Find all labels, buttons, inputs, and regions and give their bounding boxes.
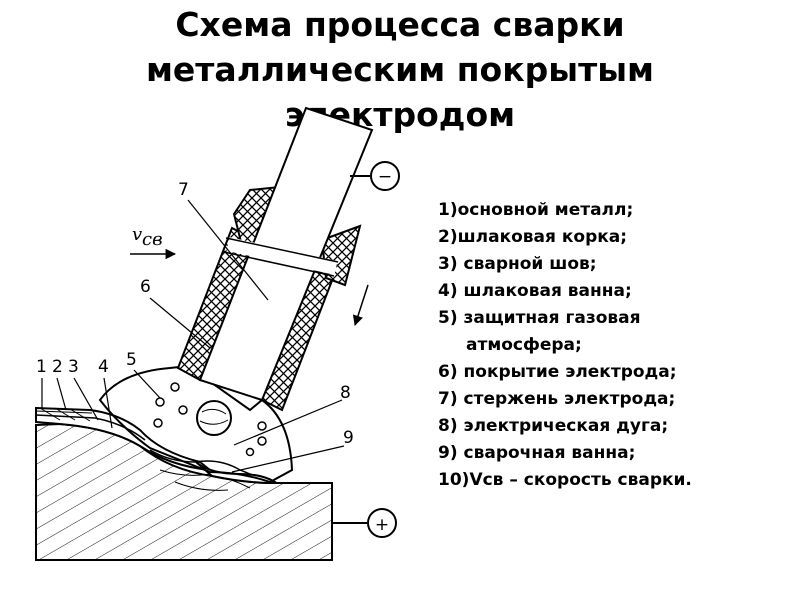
legend-item-2: 2)шлаковая корка;: [438, 227, 628, 247]
legend-item-7: 7) стержень электрода;: [438, 389, 676, 409]
legend-item-5-cont: атмосфера;: [466, 335, 582, 355]
title-line-2: металлическим покрытым: [145, 50, 655, 89]
velocity-symbol: v: [132, 224, 142, 245]
plus-sign: +: [375, 515, 389, 535]
molten-droplet: [196, 400, 232, 436]
legend-item-6: 6) покрытие электрода;: [438, 362, 677, 382]
velocity-subscript: св: [142, 229, 163, 250]
label-8: 8: [340, 383, 351, 403]
label-9: 9: [343, 428, 354, 448]
label-3: 3: [68, 357, 79, 377]
legend-item-9: 9) сварочная ванна;: [438, 443, 636, 463]
base-metal: [35, 422, 333, 561]
label-4: 4: [98, 357, 109, 377]
label-1: 1: [36, 357, 47, 377]
weld-seam: [35, 414, 146, 441]
minus-sign: −: [378, 167, 392, 187]
label-5: 5: [126, 350, 137, 370]
legend-item-10: 10)Vсв – скорость сварки.: [438, 470, 692, 490]
legend-item-4: 4) шлаковая ванна;: [438, 281, 632, 301]
label-2: 2: [52, 357, 63, 377]
legend-item-3: 3) сварной шов;: [438, 254, 597, 274]
label-6: 6: [140, 277, 151, 297]
page-title: Схема процесса сварки металлическим покр…: [0, 2, 800, 137]
title-line-1: Схема процесса сварки: [175, 5, 625, 44]
gas-bubbles: [153, 382, 267, 457]
legend-item-1: 1)основной металл;: [438, 200, 634, 220]
minus-terminal: [370, 161, 400, 191]
label-7: 7: [178, 180, 189, 200]
plus-terminal: [367, 508, 397, 538]
gas-atmosphere: [98, 364, 294, 484]
legend-item-8: 8) электрическая дуга;: [438, 416, 669, 436]
legend-item-5: 5) защитная газовая: [438, 308, 641, 328]
